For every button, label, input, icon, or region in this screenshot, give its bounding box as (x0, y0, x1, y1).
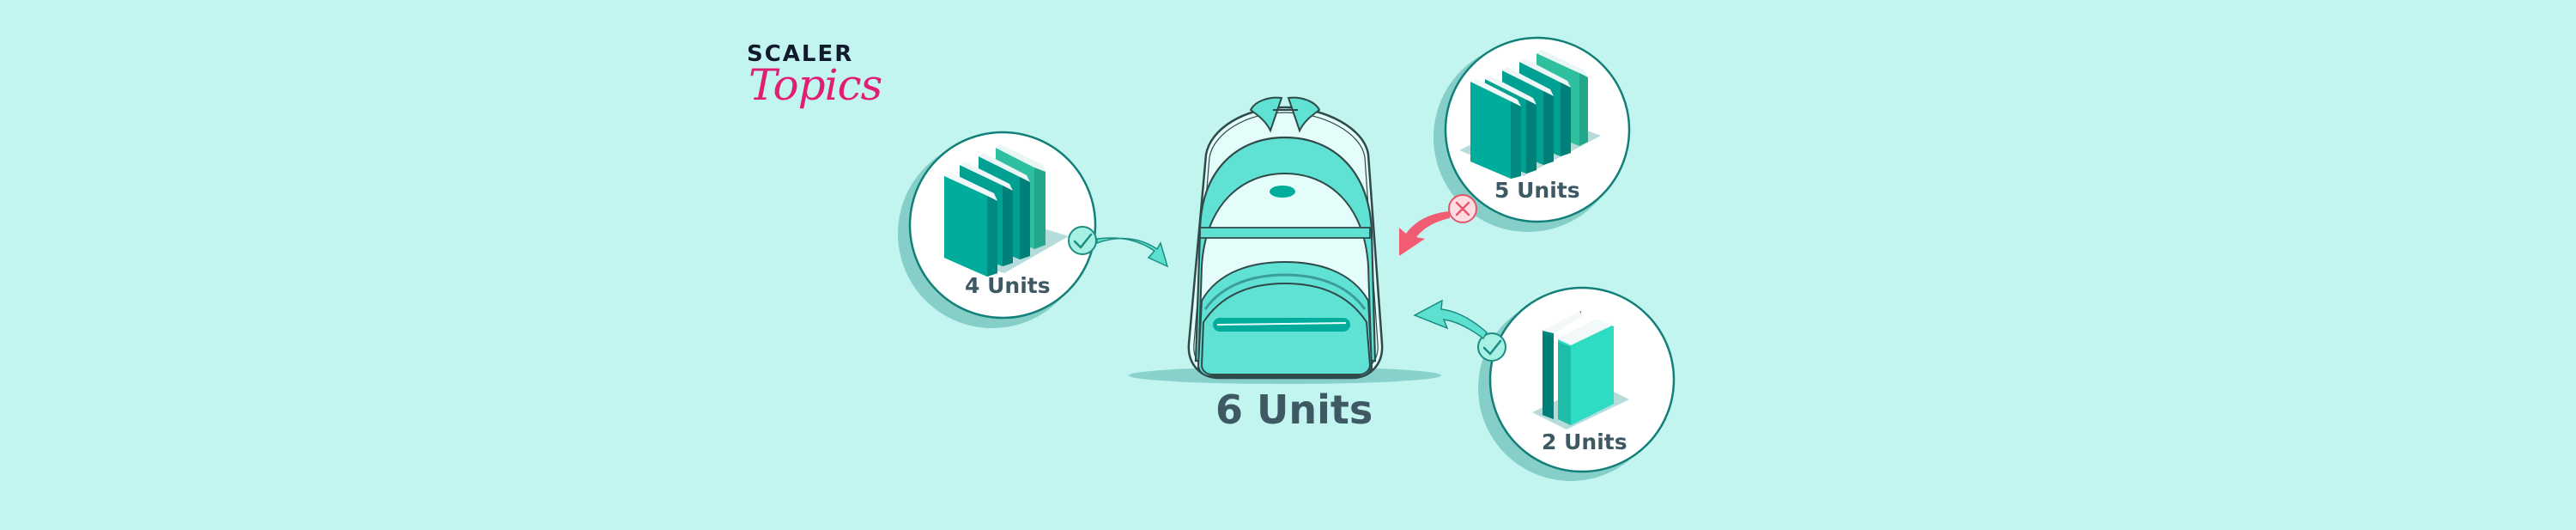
arrow-rejected-icon (1399, 211, 1450, 256)
backpack-icon (1129, 96, 1441, 384)
item-label-5-units: 5 Units (1494, 178, 1580, 203)
check-icon (1477, 332, 1506, 362)
logo-wordmark-topics: Topics (749, 60, 882, 110)
knapsack-capacity-label: 6 Units (1215, 387, 1373, 433)
arrow-into-bag-icon (1096, 237, 1169, 268)
books-stack-4-icon (944, 144, 1069, 277)
item-circle-2-units (1413, 286, 1676, 481)
item-label-4-units: 4 Units (965, 273, 1051, 298)
logo-wordmark-scaler: SCALER (747, 41, 854, 67)
books-stack-2-icon (1532, 311, 1629, 429)
check-icon (1068, 226, 1097, 255)
scaler-topics-logo: SCALER Topics (745, 41, 882, 127)
item-label-2-units: 2 Units (1542, 429, 1627, 454)
arrow-into-bag-icon (1413, 299, 1488, 340)
books-stack-5-icon (1459, 50, 1601, 179)
item-circle-4-units (898, 131, 1169, 328)
cross-icon (1448, 194, 1477, 223)
item-circle-5-units (1399, 36, 1631, 256)
